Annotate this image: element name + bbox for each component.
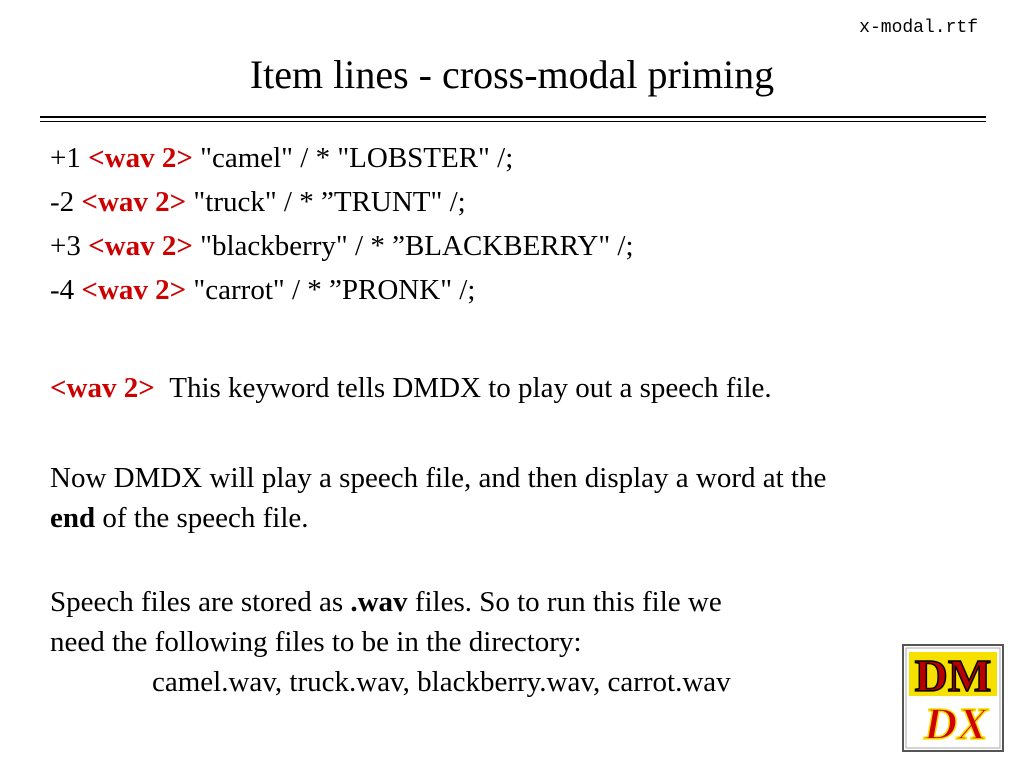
file-name: x-modal.rtf: [859, 18, 978, 38]
item-line: +3 <wav 2> "blackberry" / * ”BLACKBERRY"…: [50, 224, 980, 268]
keyword-note-text: This keyword tells DMDX to play out a sp…: [169, 372, 772, 404]
item-number: +1: [50, 142, 81, 174]
item-line: +1 <wav 2> "camel" / * "LOBSTER" /;: [50, 136, 980, 180]
paragraph-text: Speech files are stored as: [50, 586, 351, 618]
item-line: -4 <wav 2> "carrot" / * ”PRONK" /;: [50, 268, 980, 312]
wav-keyword: <wav 2>: [88, 142, 193, 174]
item-text: "truck" / * ”TRUNT" /;: [186, 186, 466, 218]
wav-keyword: <wav 2>: [88, 230, 193, 262]
spacer: [50, 410, 980, 458]
title-divider: [40, 116, 986, 122]
paragraph-files: Speech files are stored as .wav files. S…: [50, 582, 980, 702]
item-number: +3: [50, 230, 81, 262]
dmdx-logo: DM DX: [902, 644, 1004, 752]
slide-body: +1 <wav 2> "camel" / * "LOBSTER" /; -2 <…: [50, 136, 980, 702]
item-text: "blackberry" / * ”BLACKBERRY" /;: [192, 230, 634, 262]
slide-title: Item lines - cross-modal priming: [249, 52, 775, 97]
spacer: [50, 312, 980, 366]
item-line: -2 <wav 2> "truck" / * ”TRUNT" /;: [50, 180, 980, 224]
spacer: [50, 538, 980, 582]
item-number: -2: [50, 186, 75, 218]
wav-keyword: <wav 2>: [50, 372, 155, 404]
wav-keyword: <wav 2>: [81, 274, 187, 306]
paragraph-line: Now DMDX will play a speech file, and th…: [50, 462, 827, 494]
paragraph-line: end of the speech file.: [50, 498, 980, 538]
item-text: "camel" / * "LOBSTER" /;: [192, 142, 514, 174]
keyword-note: <wav 2> This keyword tells DMDX to play …: [50, 366, 980, 410]
item-number: -4: [50, 274, 75, 306]
paragraph-playback: Now DMDX will play a speech file, and th…: [50, 458, 980, 538]
logo-dm-text: DM: [915, 650, 992, 701]
paragraph-line: Speech files are stored as .wav files. S…: [50, 582, 980, 622]
bold-word: .wav: [350, 586, 408, 618]
bold-word: end: [50, 502, 96, 534]
paragraph-line: need the following files to be in the di…: [50, 626, 582, 658]
paragraph-text: of the speech file.: [95, 502, 309, 534]
item-text: "carrot" / * ”PRONK" /;: [186, 274, 476, 306]
wav-keyword: <wav 2>: [81, 186, 187, 218]
logo-dx-text: DX: [923, 698, 989, 749]
paragraph-text: files. So to run this file we: [407, 586, 722, 618]
file-list: camel.wav, truck.wav, blackberry.wav, ca…: [152, 666, 731, 698]
